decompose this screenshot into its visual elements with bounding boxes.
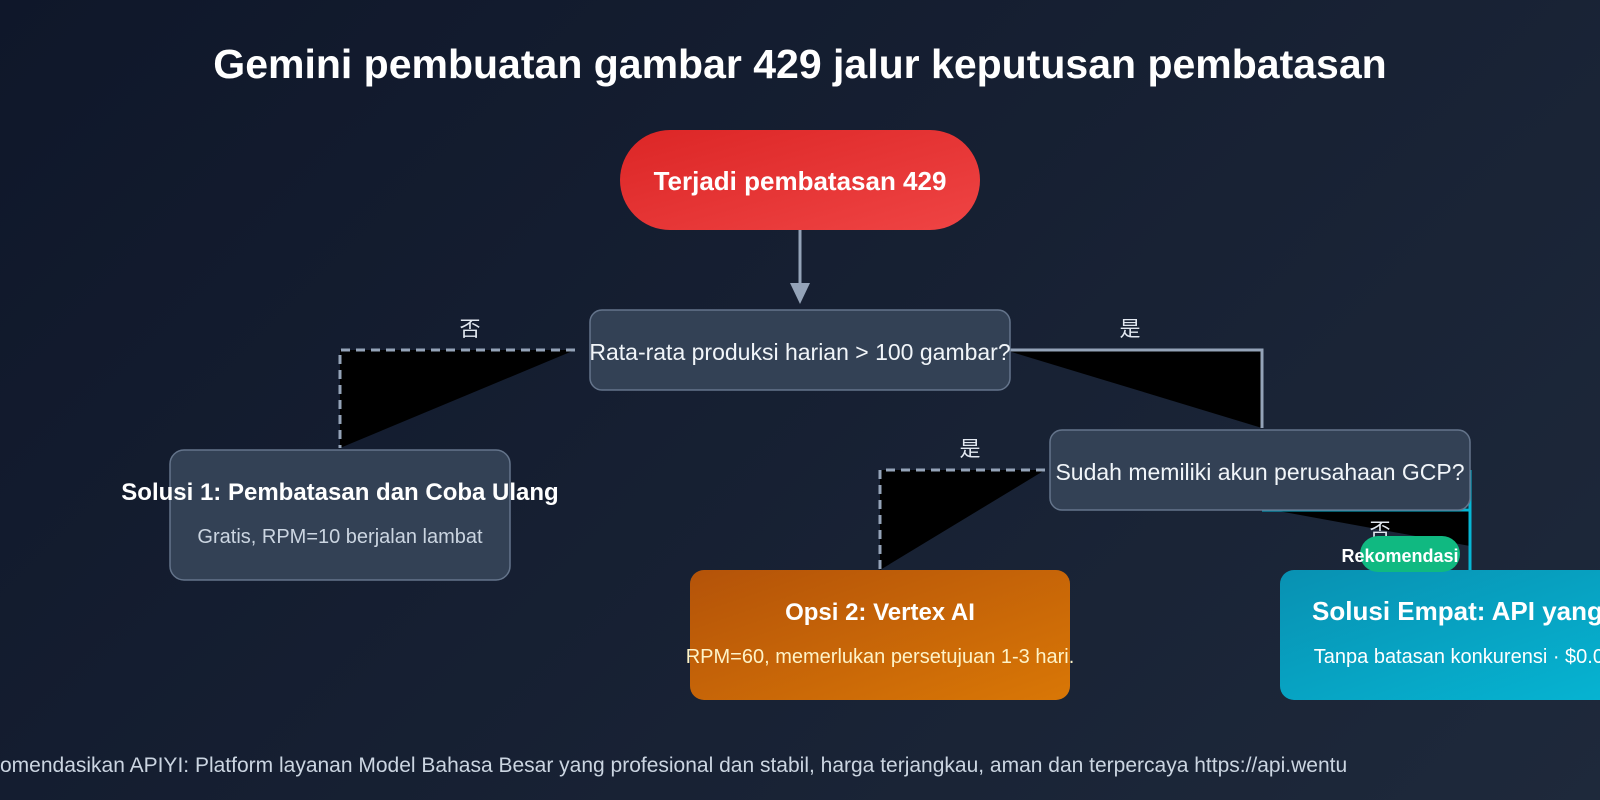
edge-label-q1-no: 否 bbox=[460, 318, 481, 341]
node-solution-4: Solusi Empat: API yang A Tanpa batasan k… bbox=[1280, 570, 1600, 700]
node-q2-label: Sudah memiliki akun perusahaan GCP? bbox=[1055, 459, 1464, 485]
arrowhead-q1 bbox=[790, 283, 810, 304]
node-start: Terjadi pembatasan 429 bbox=[620, 130, 980, 230]
edge-label-q1-yes: 是 bbox=[1120, 318, 1141, 341]
footer-recommendation: omendasikan APIYI: Platform layanan Mode… bbox=[0, 754, 1347, 777]
node-s1-desc: Gratis, RPM=10 berjalan lambat bbox=[197, 526, 483, 548]
node-s1-title: Solusi 1: Pembatasan dan Coba Ulang bbox=[121, 479, 558, 506]
node-question-gcp-account: Sudah memiliki akun perusahaan GCP? bbox=[1049, 429, 1471, 511]
node-s2-title: Opsi 2: Vertex AI bbox=[785, 599, 975, 626]
node-question-daily-volume: Rata-rata produksi harian > 100 gambar? bbox=[589, 309, 1011, 391]
node-s4-title: Solusi Empat: API yang A bbox=[1312, 596, 1600, 626]
connectors bbox=[338, 230, 1472, 572]
fill-q2-yes bbox=[880, 470, 1045, 570]
fill-q1-no bbox=[340, 350, 575, 448]
recommend-badge: Rekomendasi bbox=[1341, 536, 1460, 572]
recommend-badge-label: Rekomendasi bbox=[1341, 546, 1458, 566]
edge-label-q2-yes: 是 bbox=[960, 438, 981, 461]
node-option-2: Opsi 2: Vertex AI RPM=60, memerlukan per… bbox=[686, 570, 1075, 700]
node-start-label: Terjadi pembatasan 429 bbox=[654, 166, 947, 196]
fill-q1-yes bbox=[1005, 350, 1262, 428]
diagram-title: Gemini pembuatan gambar 429 jalur keputu… bbox=[213, 41, 1386, 87]
node-solution-1: Solusi 1: Pembatasan dan Coba Ulang Grat… bbox=[121, 449, 559, 581]
node-s2-desc: RPM=60, memerlukan persetujuan 1-3 hari. bbox=[686, 646, 1075, 668]
edge-q1-yes bbox=[1005, 348, 1264, 428]
edge-q2-yes bbox=[878, 468, 1045, 570]
edge-q1-no bbox=[338, 348, 575, 448]
node-s4-desc: Tanpa batasan konkurensi · $0.045 bbox=[1314, 646, 1600, 668]
node-q1-label: Rata-rata produksi harian > 100 gambar? bbox=[589, 339, 1010, 365]
